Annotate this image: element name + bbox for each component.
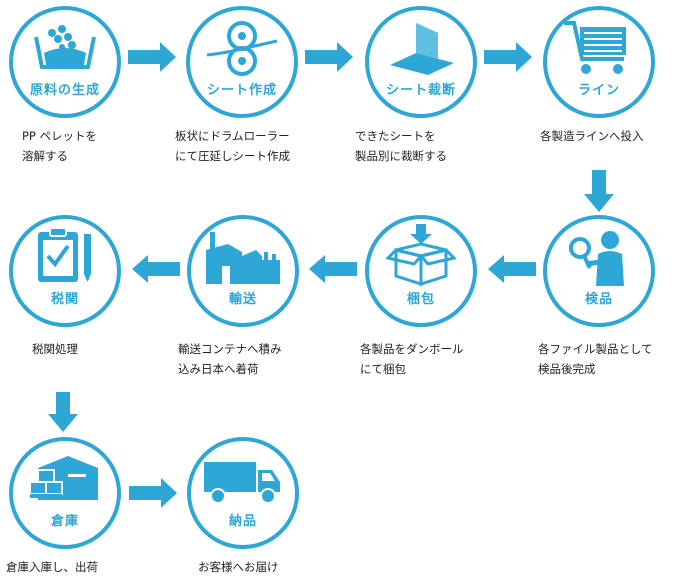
step-title: 原料の生成 — [29, 83, 100, 98]
arrow-right-2 — [305, 42, 353, 72]
step-title: シート作成 — [206, 83, 277, 98]
step-description: 板状にドラムローラー にて圧延しシート作成 — [175, 126, 290, 166]
desc-line: にて梱包 — [360, 362, 406, 376]
desc-line: できたシートを — [355, 129, 436, 143]
desc-line: PP ペレットを — [22, 129, 98, 143]
desc-line: 各製品をダンボール — [360, 342, 464, 356]
cart-icon — [564, 21, 626, 74]
arrow-right-3 — [484, 42, 532, 72]
step-description: 税関処理 — [32, 339, 78, 359]
step-packing: 梱包 — [364, 214, 478, 328]
clipboard-check-icon — [38, 227, 91, 282]
desc-line: 税関処理 — [32, 342, 78, 356]
desc-line: 製品別に裁断する — [355, 149, 447, 163]
arrow-right-4 — [129, 478, 177, 508]
arrow-left-1 — [488, 255, 536, 283]
step-warehouse: 倉庫 — [8, 436, 122, 550]
step-description: 輸送コンテナへ積み 込み日本へ着荷 — [178, 339, 282, 379]
desc-line: 倉庫入庫し、出荷 — [6, 560, 98, 574]
desc-line: 各製造ラインへ投入 — [540, 129, 644, 143]
step-sheet-making: シート作成 — [185, 5, 299, 119]
desc-line: 板状にドラムローラー — [175, 129, 290, 143]
step-inspection: 検品 — [542, 214, 656, 328]
desc-line: にて圧延しシート作成 — [175, 149, 290, 163]
desc-line: 込み日本へ着荷 — [178, 362, 259, 376]
desc-line: 溶解する — [22, 149, 68, 163]
desc-line: 各ファイル製品として — [538, 342, 653, 356]
step-description: お客様へお届け — [198, 557, 279, 577]
step-transport: 輸送 — [186, 214, 300, 328]
warehouse-icon — [29, 456, 98, 500]
step-title: 税関 — [50, 292, 79, 307]
step-title: 検品 — [584, 292, 613, 307]
box-packing-icon — [386, 224, 456, 286]
desc-line: 検品後完成 — [538, 362, 596, 376]
arrow-down-1 — [584, 170, 614, 212]
step-description: できたシートを 製品別に裁断する — [355, 126, 447, 166]
step-description: PP ペレットを 溶解する — [22, 126, 97, 166]
step-title: シート裁断 — [385, 83, 456, 98]
arrow-left-3 — [132, 255, 180, 283]
step-title: 倉庫 — [50, 514, 79, 529]
step-description: 各ファイル製品として 検品後完成 — [538, 339, 653, 379]
factory-ship-icon — [206, 232, 280, 284]
step-title: 納品 — [228, 514, 257, 529]
arrow-down-2 — [48, 392, 78, 432]
sheet-cutting-icon — [390, 23, 454, 75]
drum-roller-icon — [206, 21, 278, 76]
arrow-left-2 — [309, 255, 357, 283]
step-delivery: 納品 — [186, 436, 300, 550]
desc-line: 輸送コンテナへ積み — [178, 342, 282, 356]
step-line: ライン — [542, 5, 656, 119]
pellets-in-vat-icon — [34, 25, 96, 69]
step-raw-material: 原料の生成 — [8, 5, 122, 119]
inspector-icon — [569, 231, 624, 286]
step-title: ライン — [577, 83, 620, 98]
step-sheet-cutting: シート裁断 — [364, 5, 478, 119]
step-description: 各製造ラインへ投入 — [540, 126, 644, 146]
step-description: 各製品をダンボール にて梱包 — [360, 339, 464, 379]
arrow-right-1 — [128, 42, 176, 72]
desc-line: お客様へお届け — [198, 560, 279, 574]
truck-icon — [204, 462, 280, 504]
step-customs: 税関 — [8, 214, 122, 328]
step-title: 輸送 — [228, 292, 257, 307]
step-description: 倉庫入庫し、出荷 — [6, 557, 98, 577]
step-title: 梱包 — [406, 292, 435, 307]
